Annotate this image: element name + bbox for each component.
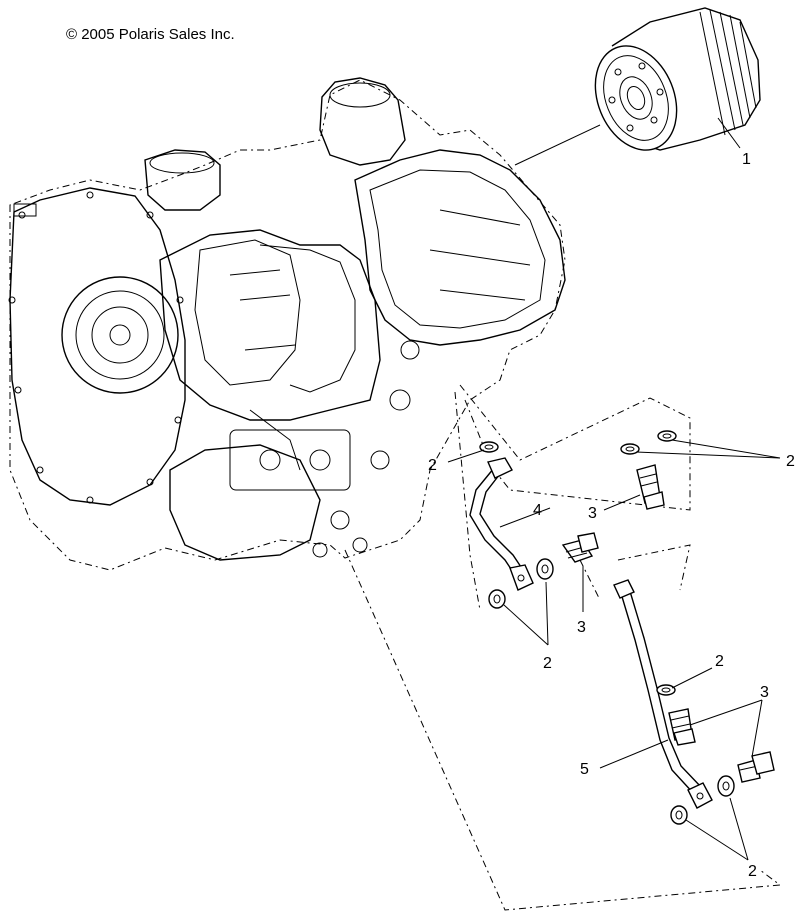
washers bbox=[479, 430, 735, 825]
callout-5: 5 bbox=[580, 761, 589, 778]
oil-filter bbox=[514, 7, 761, 166]
callout-3-lower: 3 bbox=[760, 684, 769, 701]
banjo-bolts bbox=[561, 464, 775, 783]
callout-3-upper: 3 bbox=[588, 505, 597, 522]
leader-lines bbox=[447, 439, 781, 861]
engine-crankcase bbox=[8, 77, 566, 571]
callout-2-upper-right: 2 bbox=[786, 453, 795, 470]
copyright-text: © 2005 Polaris Sales Inc. bbox=[66, 26, 235, 43]
callout-labels: 1 2 2 3 4 3 2 2 3 5 2 bbox=[428, 151, 795, 880]
callout-2-lower-upper: 2 bbox=[715, 653, 724, 670]
callout-2-middle: 2 bbox=[543, 655, 552, 672]
callout-4: 4 bbox=[533, 502, 542, 519]
callout-2-upper-left: 2 bbox=[428, 457, 437, 474]
oil-line-lower bbox=[344, 544, 782, 911]
callout-3-middle: 3 bbox=[577, 619, 586, 636]
callout-2-lower: 2 bbox=[748, 863, 757, 880]
callout-1: 1 bbox=[742, 151, 751, 168]
oil-line-upper bbox=[454, 384, 691, 611]
